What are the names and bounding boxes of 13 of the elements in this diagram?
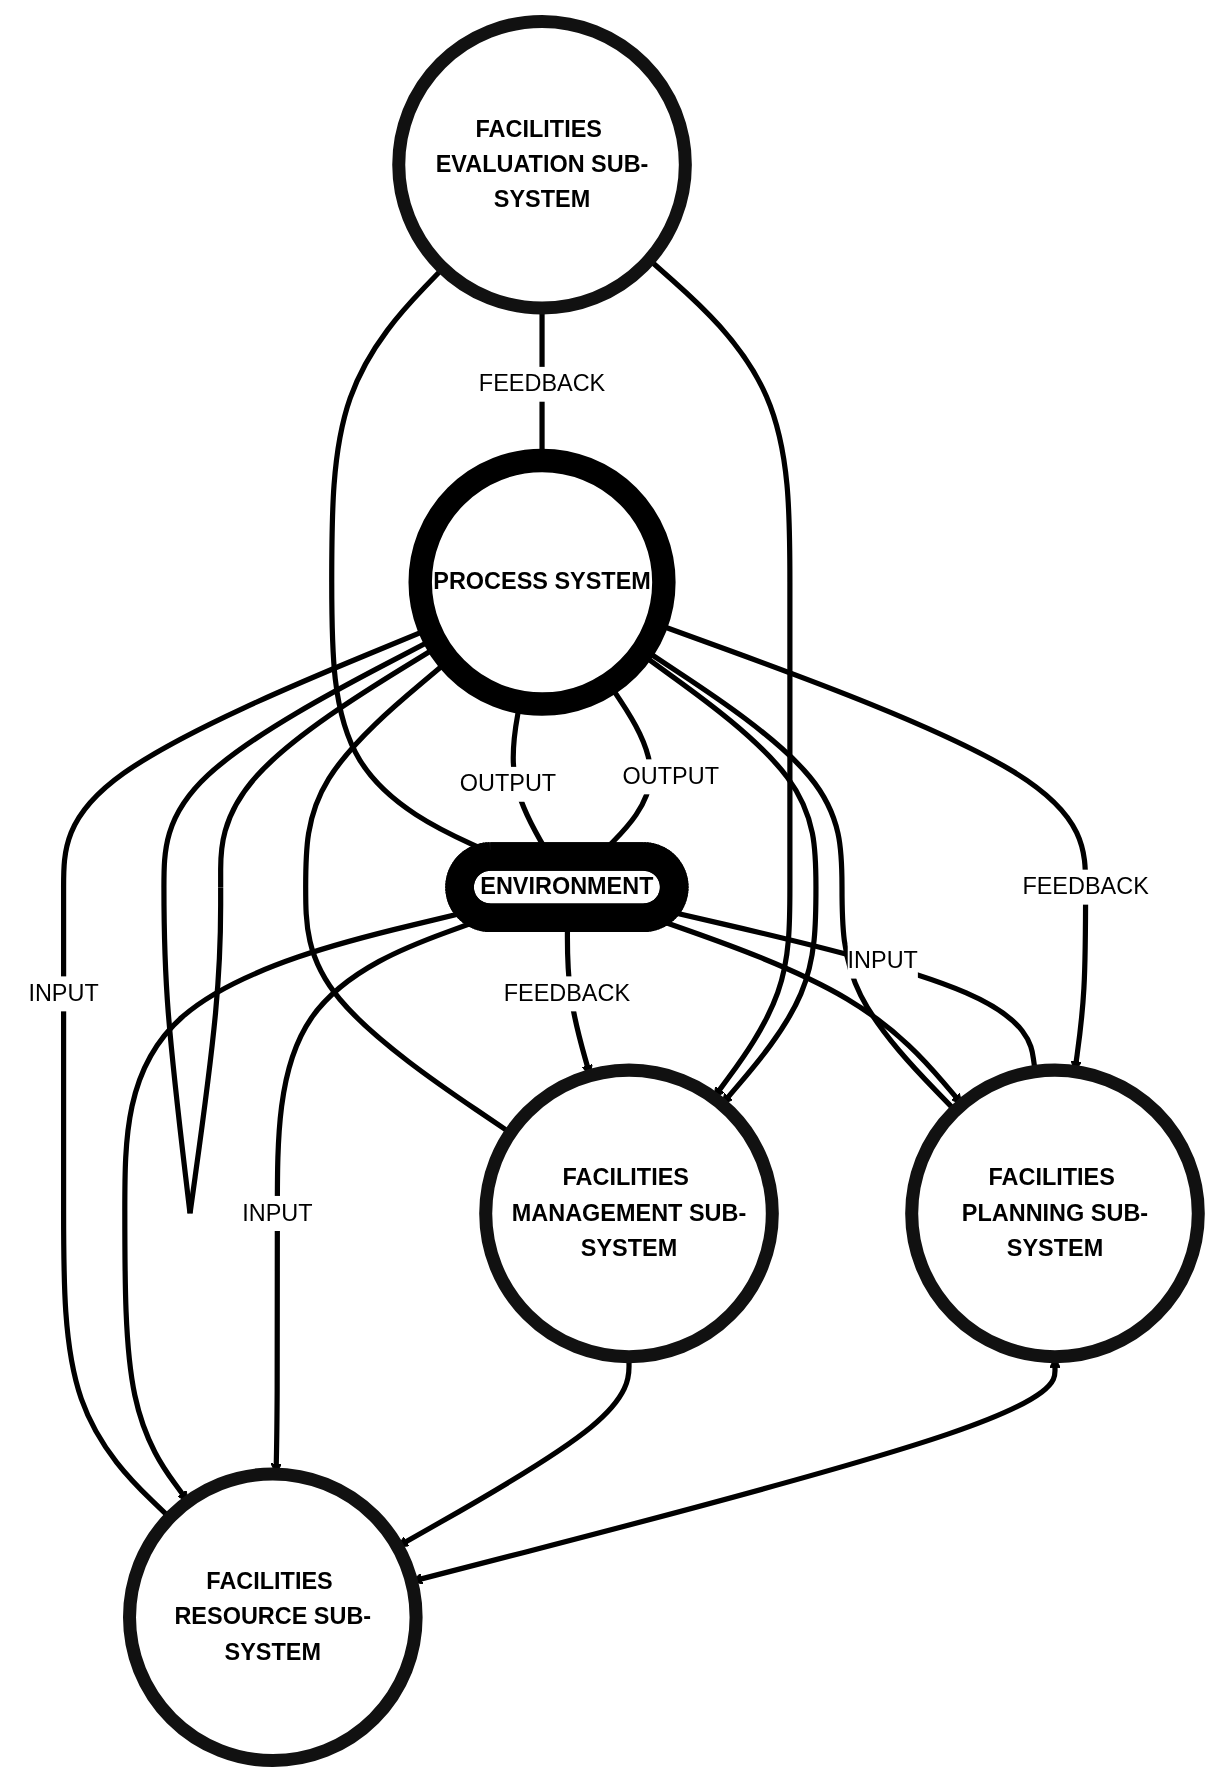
node-circle: FACILITIES EVALUATION SUB-SYSTEM — [392, 14, 692, 315]
edge-label: INPUT — [28, 979, 99, 1006]
node-circle: PROCESS SYSTEM — [408, 448, 676, 716]
edge-label: FEEDBACK — [478, 370, 606, 397]
edge-label: OUTPUT — [459, 770, 557, 797]
edge-label: INPUT — [242, 1199, 313, 1226]
node-circle: FACILITIES MANAGEMENT SUB-SYSTEM — [479, 1063, 779, 1363]
edge-label: FEEDBACK — [503, 979, 631, 1006]
edge-label: FEEDBACK — [1022, 872, 1149, 899]
node-circle: FACILITIES RESOURCE SUB-SYSTEM — [123, 1466, 423, 1767]
edge-label: OUTPUT — [622, 762, 720, 789]
edge-label: INPUT — [847, 946, 919, 973]
node-circle: FACILITIES PLANNING SUB-SYSTEM — [905, 1063, 1205, 1363]
